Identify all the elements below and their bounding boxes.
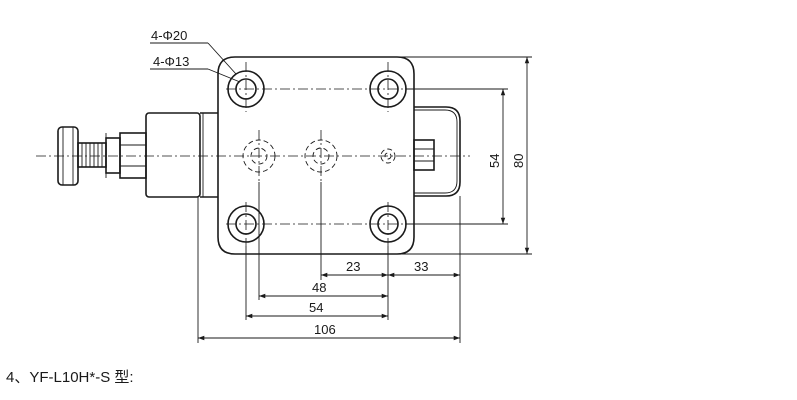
- dim-23-text: 23: [346, 259, 360, 274]
- dim-33-text: 33: [414, 259, 428, 274]
- dim-106-text: 106: [314, 322, 336, 337]
- dim-54-vertical-text: 54: [487, 154, 502, 168]
- dim-33: 33: [388, 259, 460, 278]
- center-lines: [36, 62, 470, 246]
- adjuster-housing: [57, 112, 218, 198]
- dim-80: 80: [511, 57, 530, 254]
- dim-80-text: 80: [511, 154, 526, 168]
- model-caption: 4、YF-L10H*-S 型:: [6, 369, 134, 386]
- dim-106: 106: [198, 322, 460, 341]
- dim-54-horizontal-text: 54: [309, 300, 323, 315]
- right-nut: [413, 139, 435, 171]
- dim-23: 23: [321, 259, 388, 278]
- callout-hole-inner: 4-Φ13: [150, 54, 241, 83]
- extension-lines: [197, 56, 532, 343]
- callout-hole-outer-text: 4-Φ20: [151, 28, 187, 43]
- callout-hole-inner-text: 4-Φ13: [153, 54, 189, 69]
- dim-54-vertical: 54: [487, 89, 506, 224]
- callout-hole-outer: 4-Φ20: [150, 28, 237, 75]
- dim-54-horizontal: 54: [246, 300, 388, 319]
- dim-48: 48: [259, 280, 388, 299]
- dim-48-text: 48: [312, 280, 326, 295]
